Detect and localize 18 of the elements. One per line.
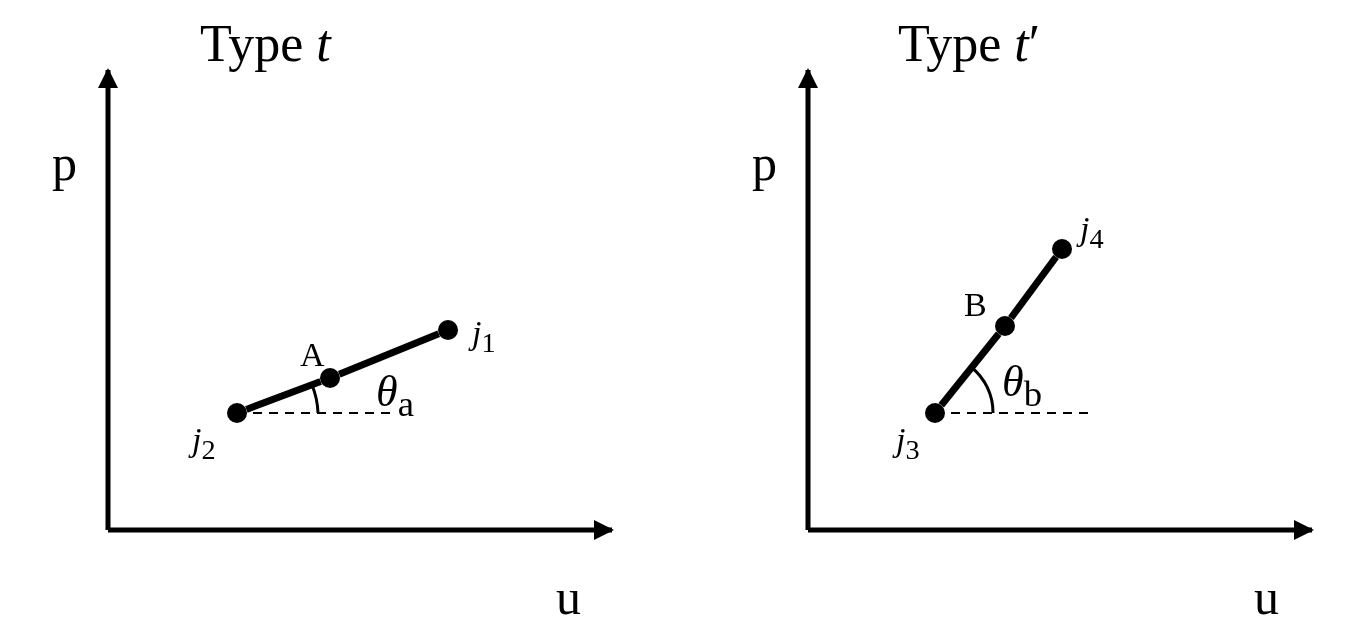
line-segment (1008, 254, 1059, 321)
point-label: B (964, 288, 987, 322)
angle-label: θ$_{a}$ (376, 370, 414, 423)
line-segment (337, 330, 441, 378)
chart-title: Type t (200, 18, 331, 70)
chart-title: Type t′ (898, 18, 1041, 70)
point-label: A (300, 338, 325, 372)
line-segment (245, 378, 322, 413)
point-marker (438, 320, 458, 340)
point-marker (227, 403, 247, 423)
point-marker (1052, 239, 1072, 259)
angle-label: θ$_{b}$ (1002, 360, 1042, 413)
line-segment (938, 331, 1002, 408)
point-marker (320, 368, 340, 388)
point-marker (925, 403, 945, 423)
axis-label: u (1254, 572, 1279, 622)
point-marker (995, 316, 1015, 336)
axis-label: u (556, 572, 581, 622)
